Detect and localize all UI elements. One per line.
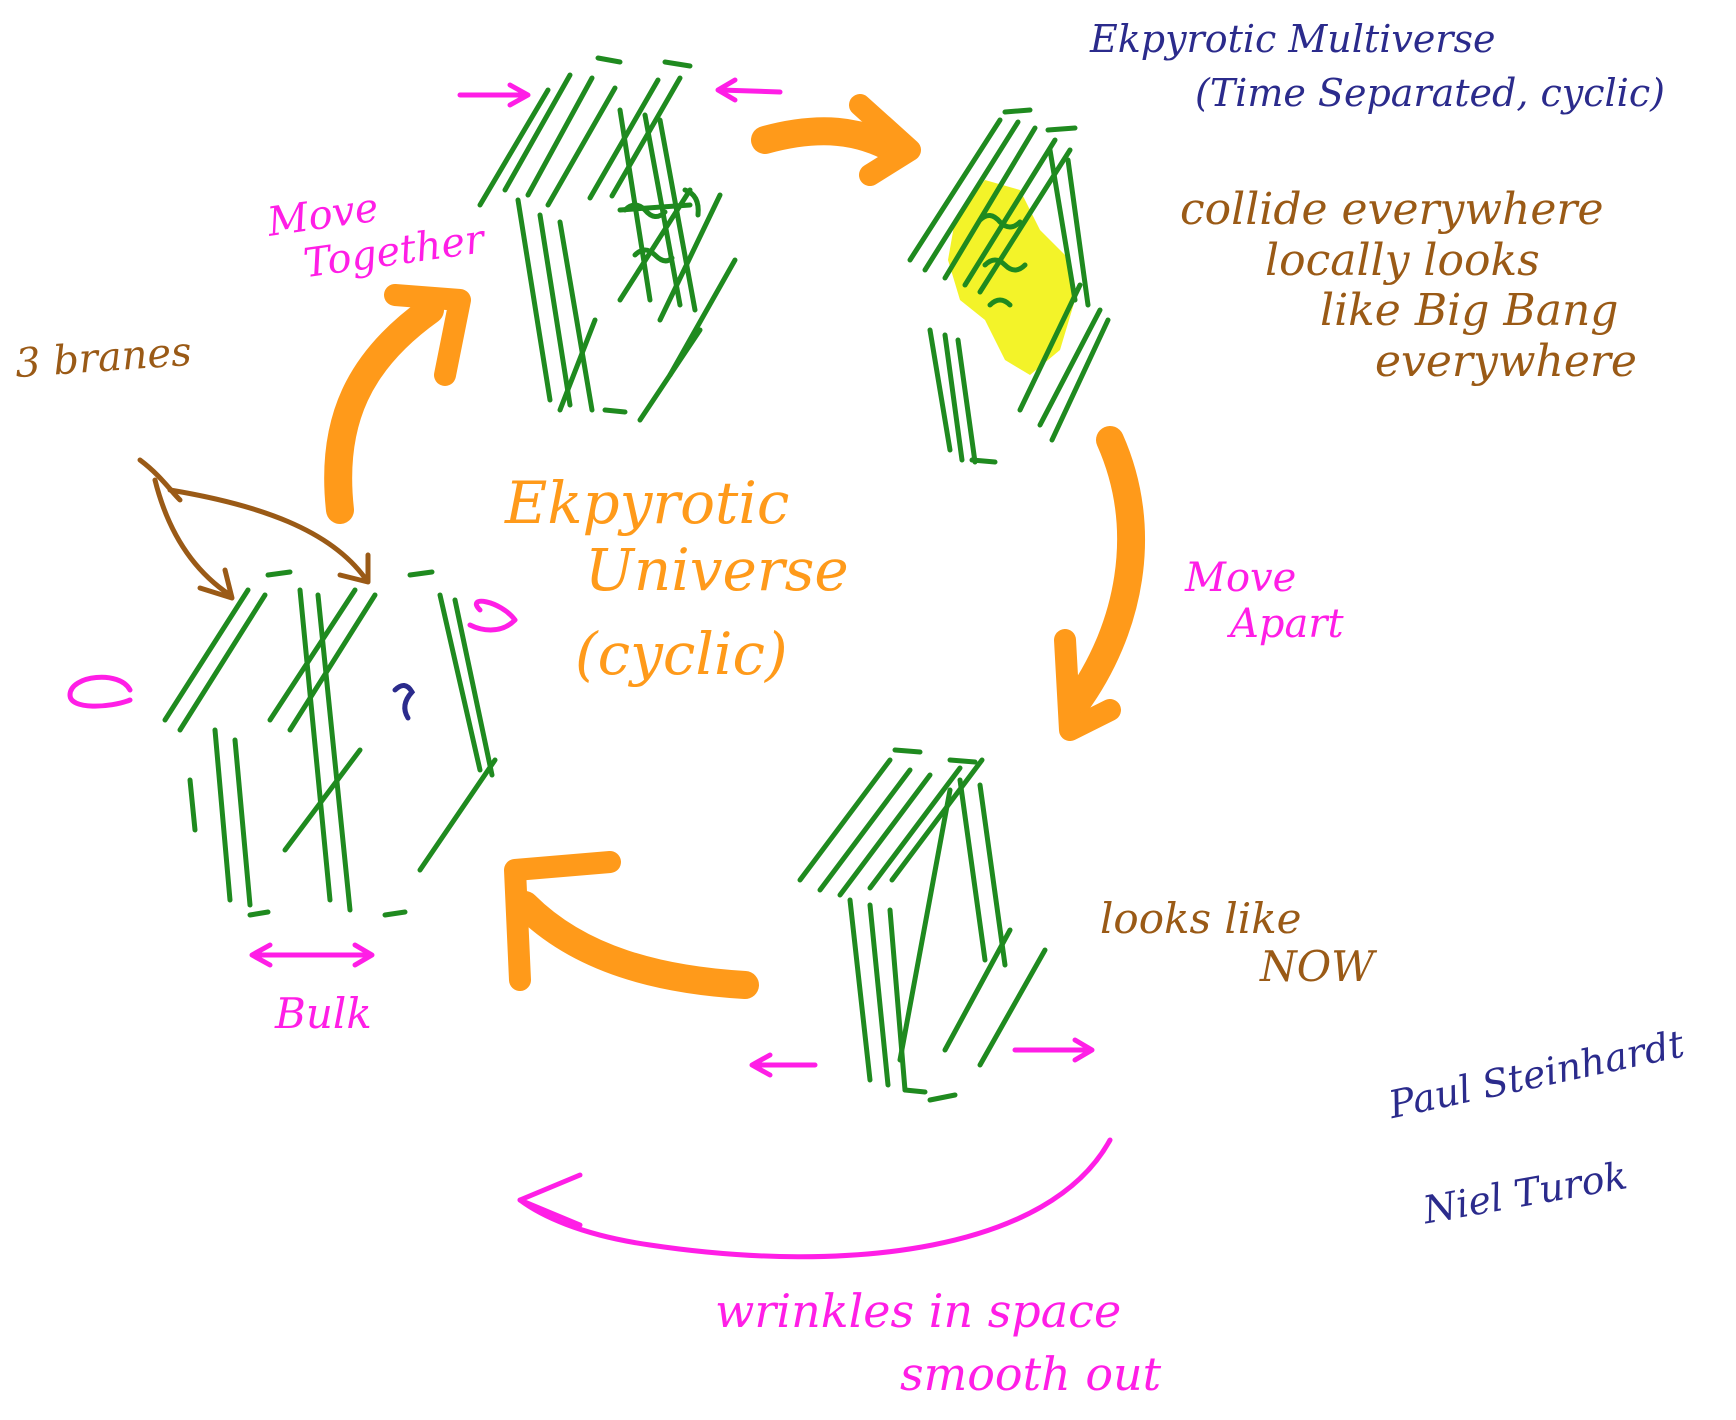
- arrow-left-to-top: [324, 296, 444, 524]
- collision-glow: [948, 180, 1075, 375]
- brane-pointer-arrows: [137, 457, 371, 601]
- cycle-arrows: [324, 94, 1145, 999]
- diagram-subtitle: (Time Separated, cyclic): [1195, 71, 1665, 116]
- center-title: Ekpyrotic Universe (cyclic): [505, 470, 849, 688]
- center-line-1: Ekpyrotic: [505, 469, 790, 537]
- pink-arrows: [67, 77, 1113, 1260]
- collide-line-2: locally looks: [1265, 234, 1540, 286]
- collide-line-4: everywhere: [1375, 335, 1637, 387]
- collide-label: collide everywhere locally looks like Bi…: [1180, 184, 1637, 387]
- looks-like-now-line-1: looks like: [1100, 894, 1302, 943]
- bulk-label: Bulk: [275, 989, 372, 1038]
- collide-line-3: like Big Bang: [1320, 285, 1619, 337]
- wrinkles-line-1: wrinkles in space: [715, 1284, 1122, 1338]
- brane-stack-collision: [907, 107, 1111, 465]
- arrow-collision-to-now: [1061, 426, 1145, 719]
- center-line-2: Universe: [585, 535, 849, 604]
- move-apart-label: Move Apart: [1185, 555, 1344, 647]
- looks-like-now-label: looks like NOW: [1100, 894, 1375, 992]
- title-line-2: (Time Separated, cyclic): [1195, 71, 1665, 115]
- wrinkles-label: wrinkles in space smooth out: [715, 1285, 1161, 1401]
- wrinkles-line-2: smooth out: [900, 1346, 1162, 1401]
- diagram-title: Ekpyrotic Multiverse: [1090, 17, 1496, 62]
- brane-stack-now: [797, 747, 1048, 1103]
- brane-stack-left: [162, 569, 498, 918]
- move-apart-line-2: Apart: [1230, 601, 1344, 647]
- move-apart-line-1: Move: [1185, 555, 1297, 601]
- collide-line-1: collide everywhere: [1180, 184, 1604, 235]
- arrow-top-to-collision: [751, 117, 909, 164]
- smooth-out-arc: [517, 1137, 1113, 1260]
- bulk-text: Bulk: [275, 989, 372, 1038]
- brane-stack-top: [477, 55, 738, 423]
- looks-like-now-line-2: NOW: [1260, 942, 1375, 992]
- arrow-now-to-left: [511, 891, 759, 999]
- title-line-1: Ekpyrotic Multiverse: [1090, 17, 1496, 61]
- center-line-3: (cyclic): [575, 620, 788, 689]
